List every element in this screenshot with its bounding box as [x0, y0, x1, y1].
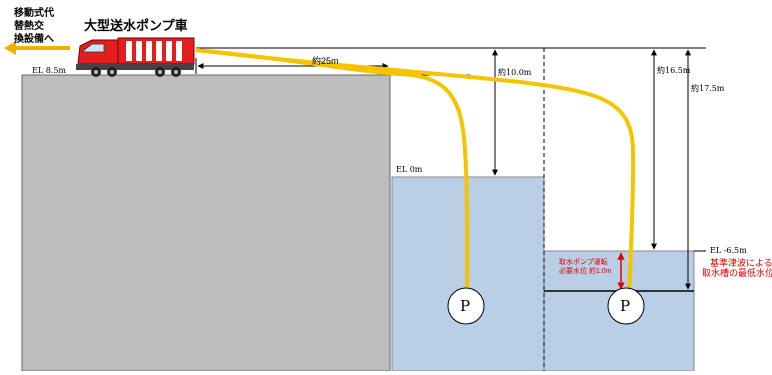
pump-requirement-note-line2: 必要水位 約1.0m [559, 268, 612, 275]
minimum-level-elevation-label: EL -6.5m [710, 246, 747, 255]
destination-label-line2: 替熱交 [14, 21, 44, 32]
destination-label-line1: 移動式代 [14, 8, 54, 19]
intake-pump-label: P [620, 297, 631, 315]
minimum-level-distance-label: 約16.5m [657, 66, 691, 75]
sea-pump-label: P [460, 297, 471, 315]
sea-level-distance-label: 約10.0m [498, 68, 532, 77]
pump-distance-label: 約17.5m [691, 84, 725, 93]
destination-arrowhead [4, 41, 16, 55]
hose-to-intake-pump [195, 48, 636, 301]
destination-label-line3: 換設備へ [14, 34, 54, 45]
pump-truck-icon [76, 37, 195, 77]
sea-pump-icon [447, 287, 485, 325]
ground-elevation-label: EL 8.5m [32, 66, 67, 75]
horizontal-distance-label: 約25m [312, 56, 339, 66]
truck-label: 大型送水ポンプ車 [84, 18, 188, 33]
intake-pump-icon [607, 287, 645, 325]
pump-requirement-note-line1: 取水ポンプ運転 [559, 259, 608, 266]
ground-block [21, 74, 391, 372]
minimum-level-note-line2: 取水槽の最低水位 [702, 268, 772, 278]
sea-level-elevation-label: EL 0m [396, 165, 423, 174]
minimum-level-note-line1: 基準津波による [710, 258, 772, 268]
